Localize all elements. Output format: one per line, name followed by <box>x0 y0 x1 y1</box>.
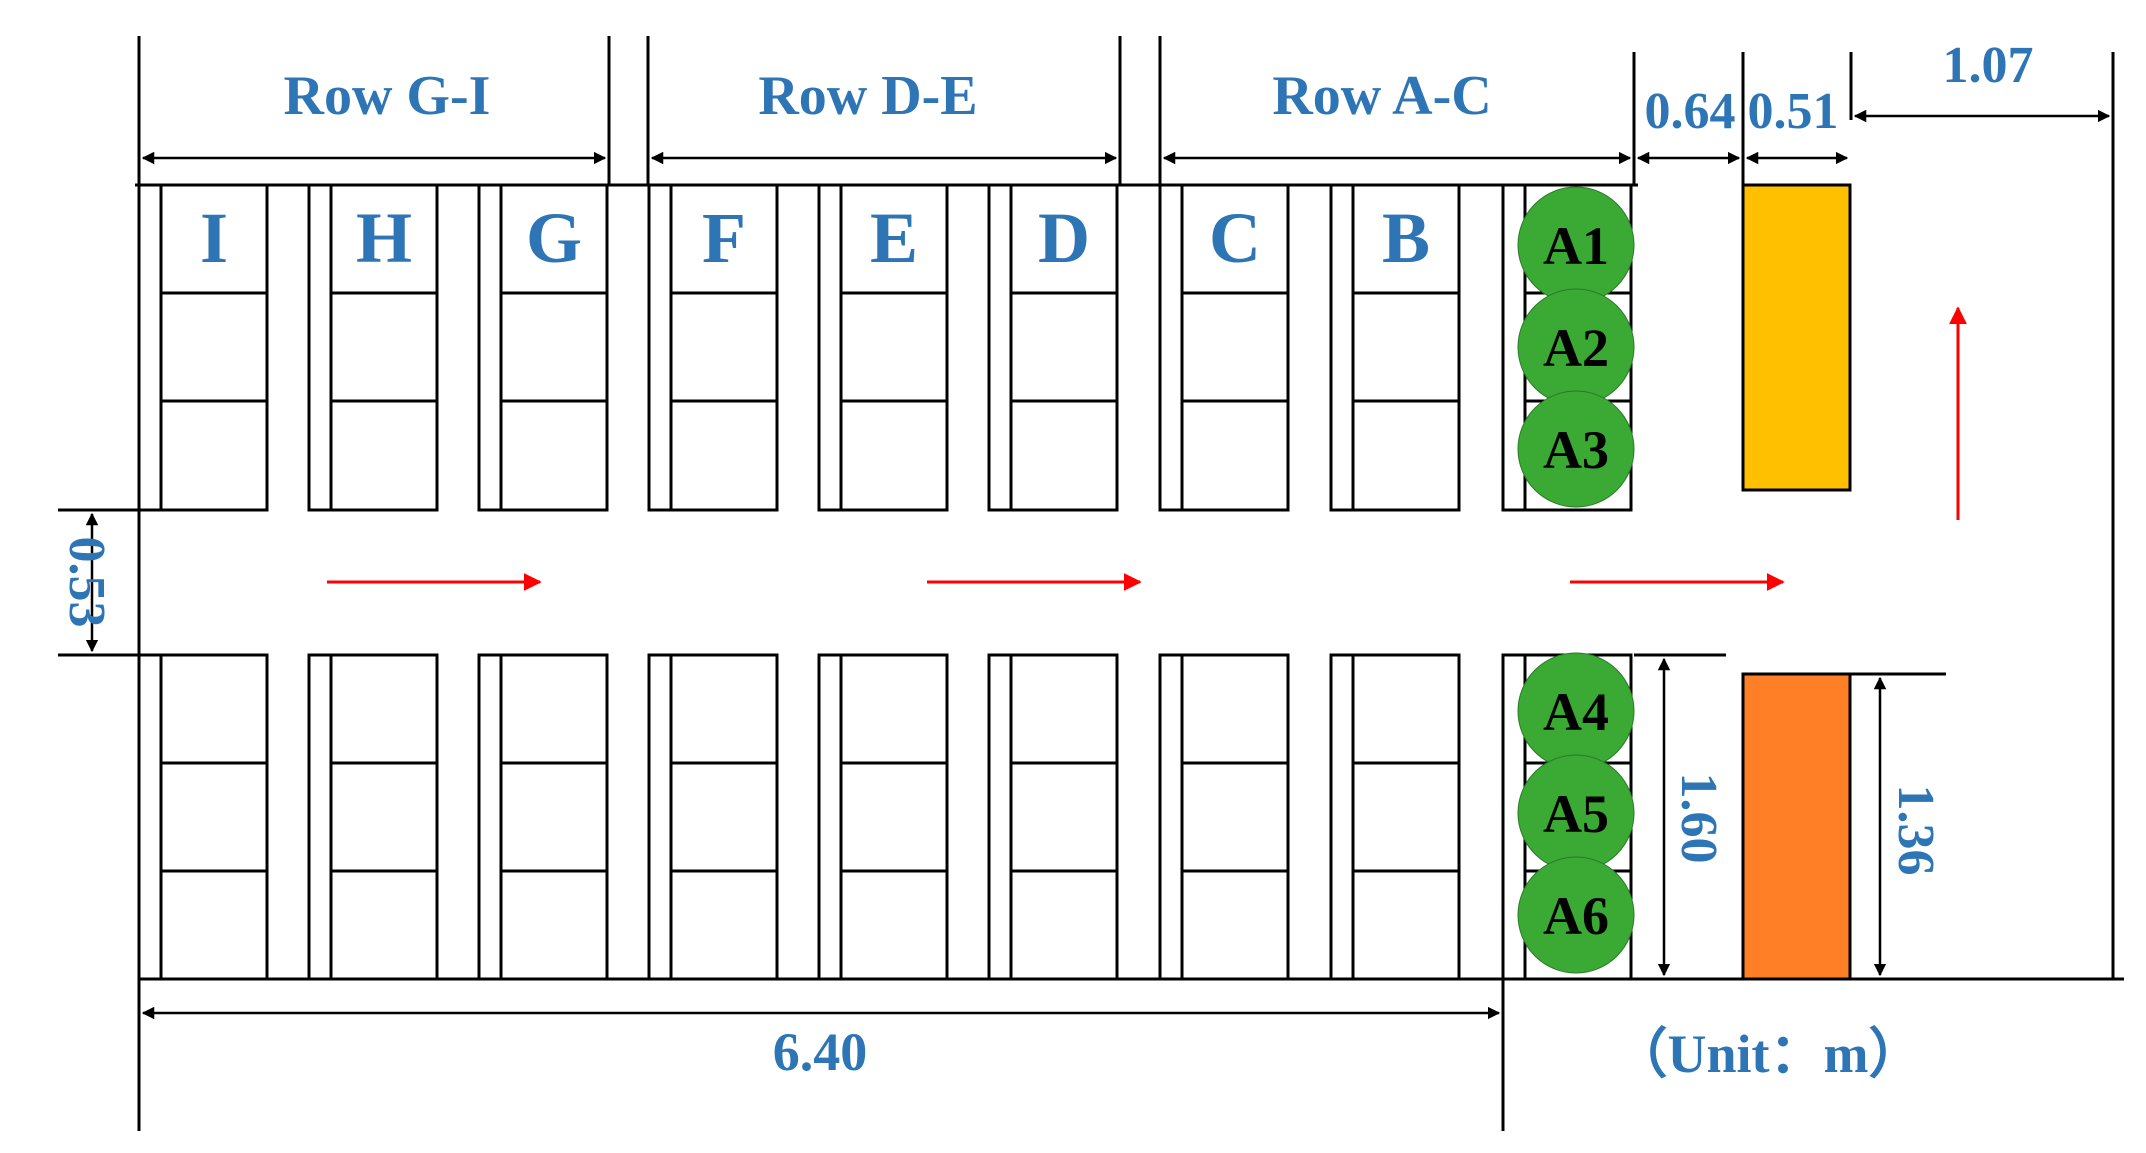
shelf-frame <box>647 183 779 512</box>
slot-label-a2: A2 <box>1543 318 1609 378</box>
shelf-letter-d: D <box>1038 198 1090 278</box>
shelf-letter-g: G <box>526 198 582 278</box>
unit-label: （Unit：m） <box>1614 1024 1923 1084</box>
bottom-right-block <box>1741 672 1852 981</box>
slot-label-a6: A6 <box>1543 886 1609 946</box>
shelf-frame <box>1329 183 1461 512</box>
shelf-frame <box>477 183 609 512</box>
shelf-frame <box>307 183 439 512</box>
slot-a6 <box>1517 856 1635 974</box>
shelf-frame <box>1158 653 1290 981</box>
slot-label-a3: A3 <box>1543 420 1609 480</box>
slot-label-a4: A4 <box>1543 682 1609 742</box>
flow-arrows <box>327 306 1967 591</box>
shelf-frame <box>647 653 779 981</box>
top-right-block <box>1741 183 1852 492</box>
shelf-frame <box>137 183 269 512</box>
dimension-total-length-label: 6.40 <box>773 1022 868 1082</box>
dimension-aisle-width-label: 0.53 <box>58 537 115 628</box>
dimension-right-clearance-label: 1.07 <box>1943 37 2034 94</box>
shelf-frame <box>817 183 949 512</box>
slot-label-a1: A1 <box>1543 216 1609 276</box>
row-group-label-a-c: Row A-C <box>1272 65 1491 127</box>
shelf-frame <box>987 183 1119 512</box>
shelf-frame <box>137 653 269 981</box>
shelf-frame <box>1329 653 1461 981</box>
dimension-block-height-label: 1.36 <box>1887 785 1944 876</box>
shelf-letter-f: F <box>702 198 746 278</box>
shelf-letter-e: E <box>870 198 918 278</box>
slot-label-a5: A5 <box>1543 784 1609 844</box>
dimension-gap-a-label: 0.64 <box>1645 83 1736 140</box>
shelf-frame <box>307 653 439 981</box>
dimension-gap-b-label: 0.51 <box>1748 83 1839 140</box>
row-group-labels: Row G-I Row D-E Row A-C <box>284 65 1492 127</box>
shelf-frame <box>477 653 609 981</box>
shelf-frame <box>987 653 1119 981</box>
shelf-letter-c: C <box>1209 198 1261 278</box>
slot-a3 <box>1517 390 1635 508</box>
row-group-label-g-i: Row G-I <box>284 65 491 127</box>
row-group-dimension-arrows <box>85 109 2111 1020</box>
shelf-letter-h: H <box>356 198 412 278</box>
dimension-bottom-height-label: 1.60 <box>1670 773 1727 864</box>
shelf-frame <box>1158 183 1290 512</box>
shelf-letter-b: B <box>1382 198 1430 278</box>
shelf-frame <box>817 653 949 981</box>
row-group-label-d-e: Row D-E <box>758 65 977 127</box>
dimension-labels: 0.64 0.51 1.07 0.53 6.40 1.60 1.36 （Unit… <box>58 37 2034 1084</box>
shelf-letter-i: I <box>200 198 228 278</box>
